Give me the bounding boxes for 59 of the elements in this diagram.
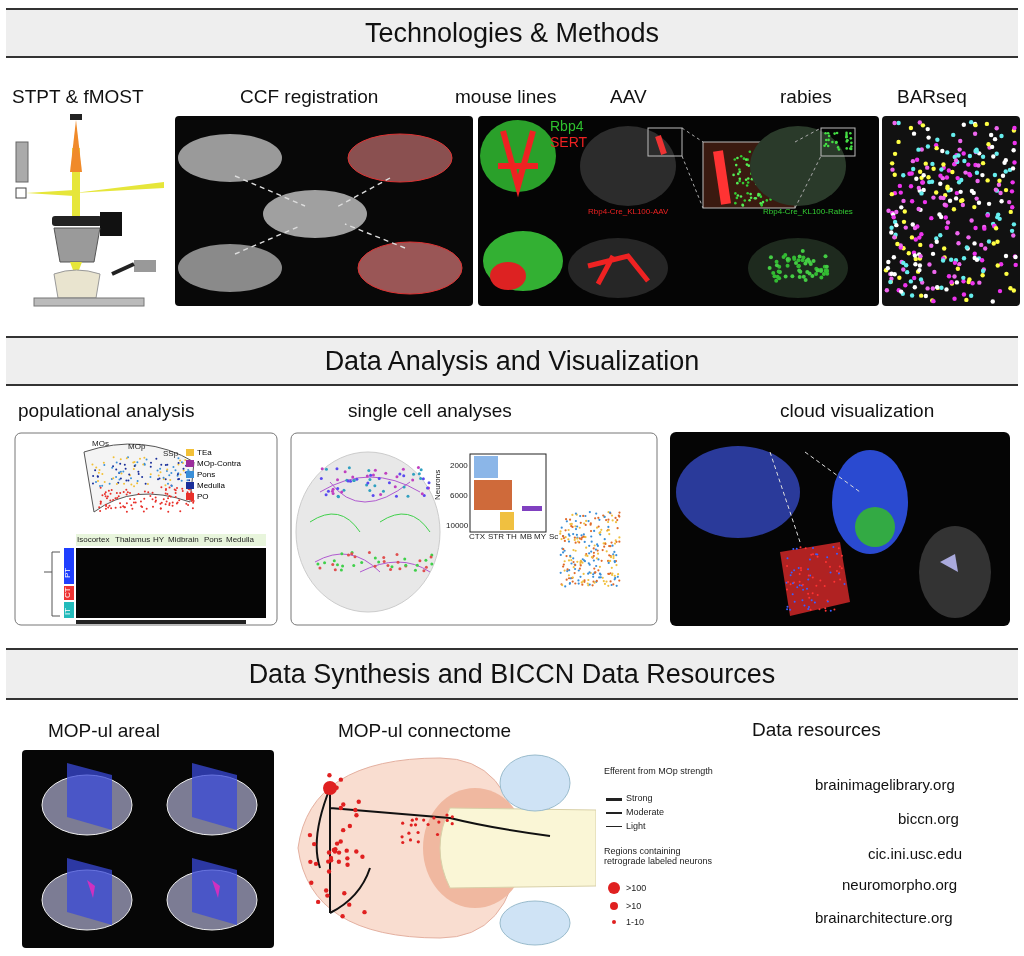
tick-label: Sc bbox=[549, 533, 559, 541]
column-label: Midbrain bbox=[168, 536, 199, 544]
row-label: IT bbox=[64, 607, 72, 615]
legend-text: Pons bbox=[197, 470, 216, 479]
legend-text: Moderate bbox=[626, 808, 665, 817]
tick-label: TH bbox=[506, 533, 517, 541]
panel-heading: mouse lines bbox=[455, 86, 557, 108]
section-header: Data Analysis and Visualization bbox=[6, 336, 1018, 386]
legend-text: >100 bbox=[626, 884, 647, 893]
panel-heading: BARseq bbox=[897, 86, 967, 108]
legend-text: Light bbox=[626, 822, 646, 831]
panel-heading: cloud visualization bbox=[780, 400, 935, 422]
legend-text: PO bbox=[197, 492, 209, 501]
axis-title: Neurons bbox=[434, 469, 442, 500]
web-address: neuromorpho.org bbox=[842, 877, 958, 892]
region-label: MOs bbox=[92, 440, 109, 448]
web-address: brainimagelibrary.org bbox=[815, 777, 955, 792]
legend-text: MOp-Contra bbox=[197, 459, 241, 468]
panel-heading: rabies bbox=[780, 86, 832, 108]
image-label: Rbp4-Cre_KL100-Rabies bbox=[763, 208, 853, 216]
region-label: SSp bbox=[163, 450, 179, 458]
tick-label: MB bbox=[520, 533, 532, 541]
legend-title: Efferent from MOp strength bbox=[604, 766, 714, 777]
tick-label: 6000 bbox=[450, 492, 468, 500]
legend-text: Strong bbox=[626, 794, 653, 803]
legend-title: Regions containing retrograde labeled neurons bbox=[604, 846, 714, 867]
column-label: Isocortex bbox=[77, 536, 110, 544]
panel-heading: populational analysis bbox=[18, 400, 195, 422]
web-address: brainarchitecture.org bbox=[815, 910, 953, 925]
row-label: CT bbox=[64, 587, 72, 598]
section-header: Technologies & Methods bbox=[6, 8, 1018, 58]
panel-heading: AAV bbox=[610, 86, 647, 108]
legend-text: >10 bbox=[626, 902, 642, 911]
tick-label: 10000 bbox=[446, 522, 469, 530]
image-label: Rbp4-Cre_KL100-AAV bbox=[588, 208, 669, 216]
image-label: Rbp4 bbox=[550, 119, 584, 133]
legend-text: 1-10 bbox=[626, 918, 644, 927]
tick-label: STR bbox=[488, 533, 504, 541]
column-label: Pons bbox=[204, 536, 223, 544]
tick-label: MY bbox=[534, 533, 546, 541]
region-label: MOp bbox=[128, 443, 146, 451]
image-label: SERT bbox=[550, 135, 588, 149]
row-label: PT bbox=[64, 567, 72, 578]
panel-heading: CCF registration bbox=[240, 86, 379, 108]
panel-heading: Data resources bbox=[752, 720, 881, 739]
web-address: biccn.org bbox=[898, 811, 959, 826]
tick-label: CTX bbox=[469, 533, 485, 541]
legend-text: TEa bbox=[197, 448, 212, 457]
legend-text: Medulla bbox=[197, 481, 225, 490]
section-header: Data Synthesis and BICCN Data Resources bbox=[6, 648, 1018, 700]
panel-heading: STPT & fMOST bbox=[12, 86, 144, 108]
web-address: cic.ini.usc.edu bbox=[868, 846, 963, 861]
column-label: Medulla bbox=[226, 536, 254, 544]
column-label: Thalamus bbox=[115, 536, 151, 544]
panel-heading: single cell analyses bbox=[348, 400, 512, 422]
tick-label: 2000 bbox=[450, 462, 468, 470]
panel-heading: MOP-ul areal bbox=[48, 720, 160, 742]
panel-heading: MOP-ul connectome bbox=[338, 720, 512, 742]
column-label: HY bbox=[153, 536, 165, 544]
